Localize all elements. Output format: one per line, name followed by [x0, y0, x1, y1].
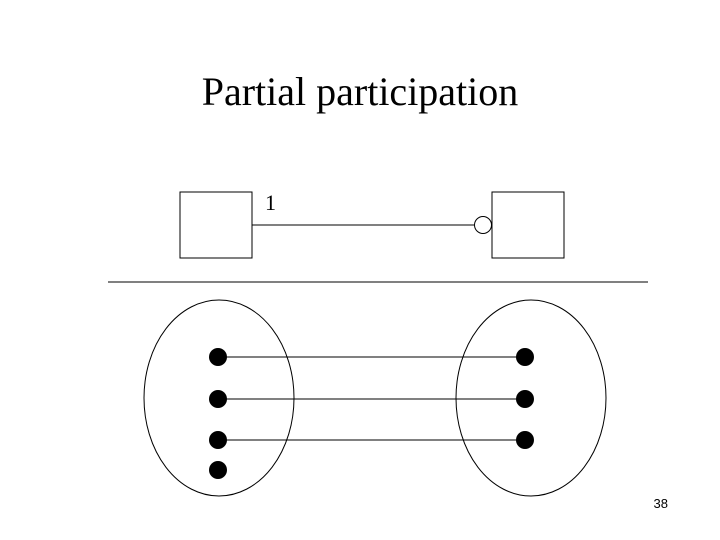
right-entity-dot [516, 431, 534, 449]
left-entity-box [179, 191, 253, 259]
right-entity-box [491, 191, 565, 259]
right-entity-set [455, 299, 607, 497]
left-entity-dot [209, 431, 227, 449]
er-notation: 1 [179, 190, 565, 259]
right-entity-dot [516, 348, 534, 366]
cardinality-label: 1 [265, 190, 276, 215]
partial-participation-circle [474, 216, 492, 234]
page-number: 38 [653, 496, 668, 511]
left-entity-set [143, 299, 295, 497]
right-entity-dot [516, 390, 534, 408]
left-entity-dot [209, 348, 227, 366]
slide-title: Partial participation [201, 69, 519, 114]
left-entity-dot [209, 461, 227, 479]
instance-diagram [143, 299, 607, 497]
left-entity-dot [209, 390, 227, 408]
